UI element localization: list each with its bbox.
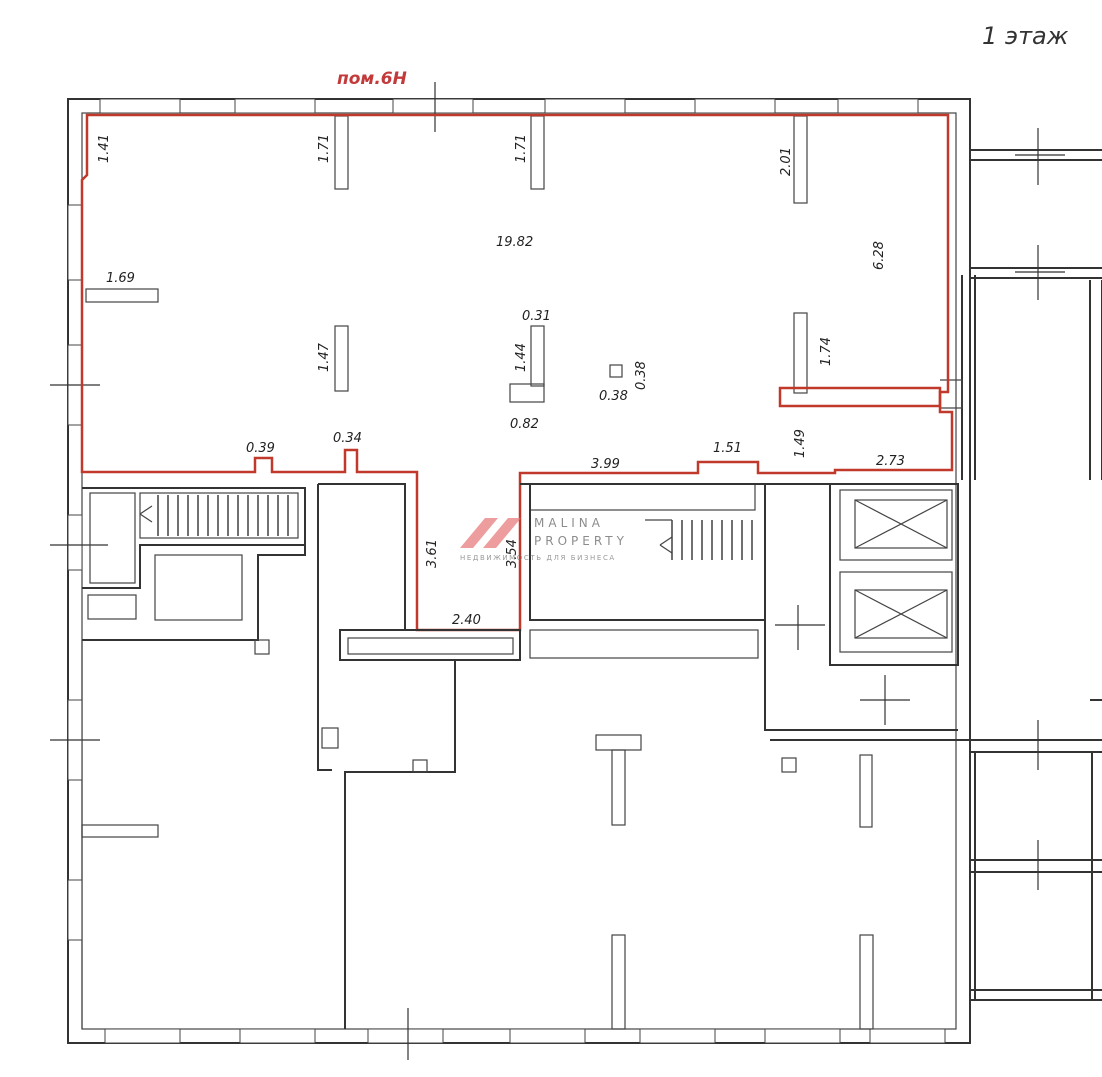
dimension-labels: 1.41 1.71 1.71 2.01 19.82 6.28 1.69 0.31… (97, 134, 905, 628)
watermark-logo: MALINA PROPERTY НЕДВИЖИМОСТЬ ДЛЯ БИЗНЕСА (460, 516, 628, 562)
dim-0-39: 0.39 (246, 441, 275, 456)
logo-brand-top: MALINA (534, 516, 604, 530)
dim-3-54: 3.54 (505, 539, 520, 568)
dim-6-28: 6.28 (872, 241, 887, 270)
windows-left (67, 204, 83, 941)
logo-mark-icon (460, 518, 521, 548)
dim-2-01: 2.01 (779, 147, 794, 176)
dim-1-49: 1.49 (793, 429, 808, 458)
dim-2-73: 2.73 (876, 454, 905, 469)
dim-1-44: 1.44 (514, 343, 529, 372)
dim-0-31: 0.31 (522, 309, 551, 324)
dim-0-34: 0.34 (333, 431, 362, 446)
dim-3-99: 3.99 (591, 457, 620, 472)
dim-0-38-horizontal: 0.38 (599, 389, 628, 404)
unit-6n-inner-wall (778, 386, 942, 408)
dim-19-82: 19.82 (496, 235, 533, 250)
dim-1-71-a: 1.71 (317, 134, 332, 163)
windows-top (99, 98, 919, 114)
dim-1-47: 1.47 (317, 342, 332, 372)
floor-label: 1 этаж (982, 22, 1069, 50)
dim-1-51: 1.51 (713, 441, 742, 456)
lower-partitions (81, 483, 970, 1030)
windows-bottom (104, 1028, 946, 1044)
axis-marks (50, 82, 1065, 1060)
unit-label: пом.6Н (337, 69, 407, 89)
dim-0-82: 0.82 (510, 417, 539, 432)
dim-1-69: 1.69 (106, 271, 135, 286)
right-annex (961, 149, 1102, 1001)
dim-0-38-vertical: 0.38 (634, 361, 649, 390)
dim-3-61: 3.61 (425, 539, 440, 568)
dim-1-71-b: 1.71 (514, 134, 529, 163)
dim-2-40: 2.40 (452, 613, 481, 628)
dim-1-74: 1.74 (819, 337, 834, 366)
logo-brand-bottom: PROPERTY (534, 534, 628, 548)
dim-1-41: 1.41 (97, 134, 112, 163)
logo-tagline: НЕДВИЖИМОСТЬ ДЛЯ БИЗНЕСА (460, 554, 616, 562)
